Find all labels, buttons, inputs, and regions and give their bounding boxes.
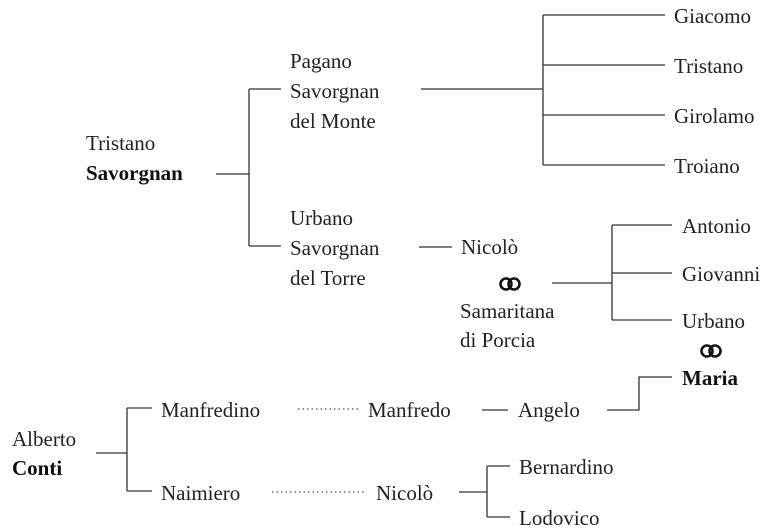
giacomo-label: Giacomo <box>674 4 751 28</box>
interlocking-rings-icon <box>499 277 521 291</box>
maria-label: Maria <box>682 366 738 390</box>
manfredo-label: Manfredo <box>368 398 451 422</box>
alberto-conti-surname: Conti <box>12 456 62 480</box>
interlocking-rings-icon <box>700 344 722 358</box>
lodovico-label: Lodovico <box>519 506 599 529</box>
urbano-line-2: Savorgnan <box>290 236 380 260</box>
girolamo-label: Girolamo <box>674 104 754 128</box>
naimiero-label: Naimiero <box>161 481 240 505</box>
urbano-jr-label: Urbano <box>682 309 745 333</box>
tristano-jr-label: Tristano <box>674 54 743 78</box>
manfredino-label: Manfredino <box>161 398 260 422</box>
troiano-label: Troiano <box>674 154 740 178</box>
samaritana-line-2: di Porcia <box>460 328 536 352</box>
bernardino-label: Bernardino <box>519 455 613 479</box>
nicolo-conti-label: Nicolò <box>376 481 433 505</box>
urbano-line-3: del Torre <box>290 266 366 290</box>
pagano-line-2: Savorgnan <box>290 79 380 103</box>
connector-angelo-maria <box>607 376 672 411</box>
tristano-savorgnan-first-name: Tristano <box>86 131 155 155</box>
tristano-savorgnan-surname: Savorgnan <box>86 161 183 185</box>
angelo-label: Angelo <box>518 398 580 422</box>
alberto-conti-first-name: Alberto <box>12 427 76 451</box>
pagano-line-3: del Monte <box>290 109 376 133</box>
urbano-line-1: Urbano <box>290 206 353 230</box>
antonio-label: Antonio <box>682 214 751 238</box>
pagano-line-1: Pagano <box>290 49 352 73</box>
nicolo-savorgnan-label: Nicolò <box>461 235 518 259</box>
giovanni-label: Giovanni <box>682 262 760 286</box>
samaritana-line-1: Samaritana <box>460 299 555 323</box>
